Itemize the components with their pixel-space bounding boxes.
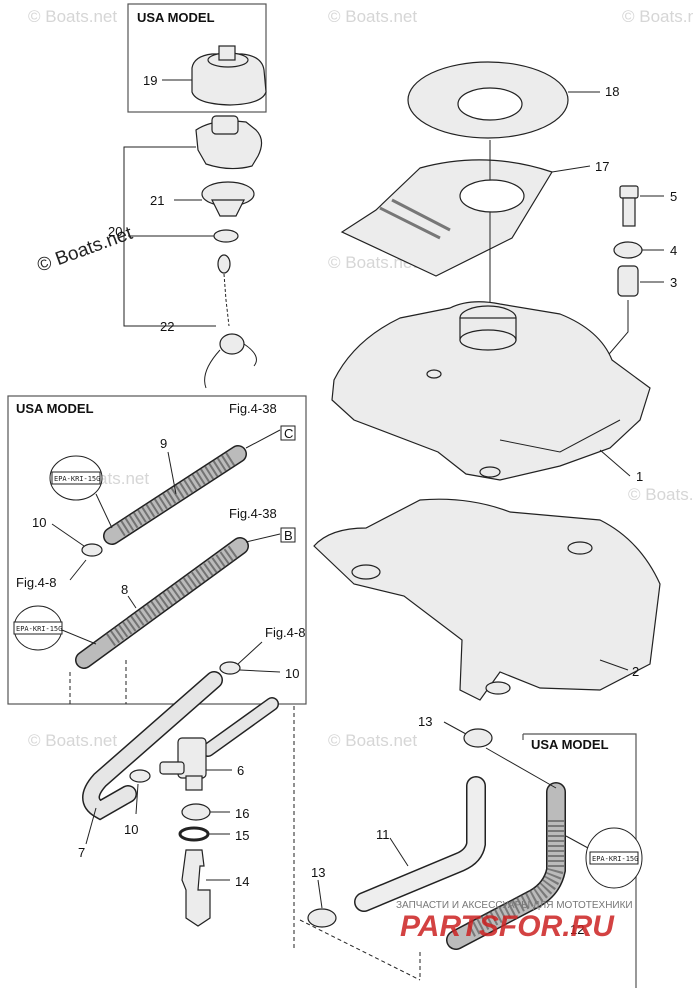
part-10-hose-clamp xyxy=(129,769,151,783)
part-14-fuel-strainer xyxy=(181,849,211,927)
svg-text:EPA-KRI-15G: EPA-KRI-15G xyxy=(16,625,62,633)
part-9-fuel-hose xyxy=(103,445,247,545)
callout-20: 20 xyxy=(108,224,122,239)
callout-5: 5 xyxy=(670,189,677,204)
callout-14: 14 xyxy=(235,874,249,889)
callout-2: 2 xyxy=(632,664,639,679)
svg-text:EPA-KRI-15G: EPA-KRI-15G xyxy=(592,855,638,863)
fig-ref-4-8-left: Fig.4-8 xyxy=(16,575,56,590)
part-7-fuel-hose xyxy=(82,671,223,821)
watermark: © Boats.net xyxy=(328,7,417,26)
watermark: © Boats.net xyxy=(328,731,417,750)
part-19-fuel-cap-usa xyxy=(191,45,267,106)
part-6-fuel-cock xyxy=(159,697,279,791)
part-20-clip xyxy=(213,229,239,243)
callout-9: 9 xyxy=(160,436,167,451)
fig-ref-4-38-b: Fig.4-38 xyxy=(229,506,277,521)
part-22-cap-chain xyxy=(204,254,257,389)
callout-17: 17 xyxy=(595,159,609,174)
ref-letter-b: B xyxy=(284,528,293,543)
callout-18: 18 xyxy=(605,84,619,99)
callout-12: 12 xyxy=(570,922,584,937)
part-3-collar xyxy=(617,265,639,297)
group-title-top: USA MODEL xyxy=(137,10,215,25)
fig-ref-4-8-mid: Fig.4-8 xyxy=(265,625,305,640)
part-16-gasket xyxy=(181,803,211,821)
callout-13: 13 xyxy=(311,865,325,880)
watermark: © Boats.net xyxy=(622,7,693,26)
callout-22: 22 xyxy=(160,319,174,334)
group-box-top xyxy=(127,3,267,113)
shop-watermark-logo: PARTSFOR.RU xyxy=(400,910,615,943)
watermark: © Boats.net xyxy=(28,731,117,750)
part-11-fuel-hose xyxy=(354,776,486,912)
epa-stamp-2: EPA-KRI-15G xyxy=(13,605,63,651)
fig-ref-4-38-c: Fig.4-38 xyxy=(229,401,277,416)
ref-box-b xyxy=(280,527,296,543)
group-title-right: USA MODEL xyxy=(531,737,609,752)
watermark: © Boats.net xyxy=(28,7,117,26)
part-2-tank-tray xyxy=(313,498,661,701)
callout-7: 7 xyxy=(78,845,85,860)
callout-16: 16 xyxy=(235,806,249,821)
part-5-bolt xyxy=(619,185,639,227)
group-box-left xyxy=(7,395,307,705)
ref-box-c xyxy=(280,425,296,441)
callout-6: 6 xyxy=(237,763,244,778)
callout-10: 10 xyxy=(32,515,46,530)
callout-1: 1 xyxy=(636,469,643,484)
callout-8: 8 xyxy=(121,582,128,597)
part-1-fuel-tank xyxy=(331,301,651,481)
callout-10: 10 xyxy=(124,822,138,837)
callout-10: 10 xyxy=(285,666,299,681)
part-10-hose-clamp xyxy=(219,661,241,675)
shop-watermark-line: ЗАПЧАСТИ И АКСЕССУАРЫ ДЛЯ МОТОТЕХНИКИ xyxy=(396,900,633,911)
callout-15: 15 xyxy=(235,828,249,843)
epa-stamp-3: EPA-KRI-15G xyxy=(585,827,643,889)
part-4-washer xyxy=(613,241,643,259)
part-13-hose-clamp xyxy=(463,728,493,748)
watermark: © Boats.net xyxy=(628,485,693,504)
part-10-hose-clamp xyxy=(81,543,103,557)
epa-stamp-1: EPA-KRI-15G xyxy=(49,455,103,501)
callout-11: 11 xyxy=(376,827,390,842)
part-15-o-ring xyxy=(178,826,210,842)
callout-21: 21 xyxy=(150,193,164,208)
part-17-sheet xyxy=(340,159,553,277)
part-13-hose-clamp xyxy=(307,908,337,928)
callout-19: 19 xyxy=(143,73,157,88)
ref-letter-c: C xyxy=(284,426,293,441)
watermark: © Boats.net xyxy=(328,253,417,272)
part-21-fuel-cap xyxy=(195,115,263,217)
part-8-fuel-hose xyxy=(75,537,249,669)
group-title-left: USA MODEL xyxy=(16,401,94,416)
svg-text:EPA-KRI-15G: EPA-KRI-15G xyxy=(54,475,100,483)
callout-3: 3 xyxy=(670,275,677,290)
callout-4: 4 xyxy=(670,243,677,258)
group-box-right xyxy=(523,733,637,988)
callout-13: 13 xyxy=(418,714,432,729)
part-18-foam-pad xyxy=(407,61,569,139)
part-12-fuel-hose xyxy=(446,782,566,950)
